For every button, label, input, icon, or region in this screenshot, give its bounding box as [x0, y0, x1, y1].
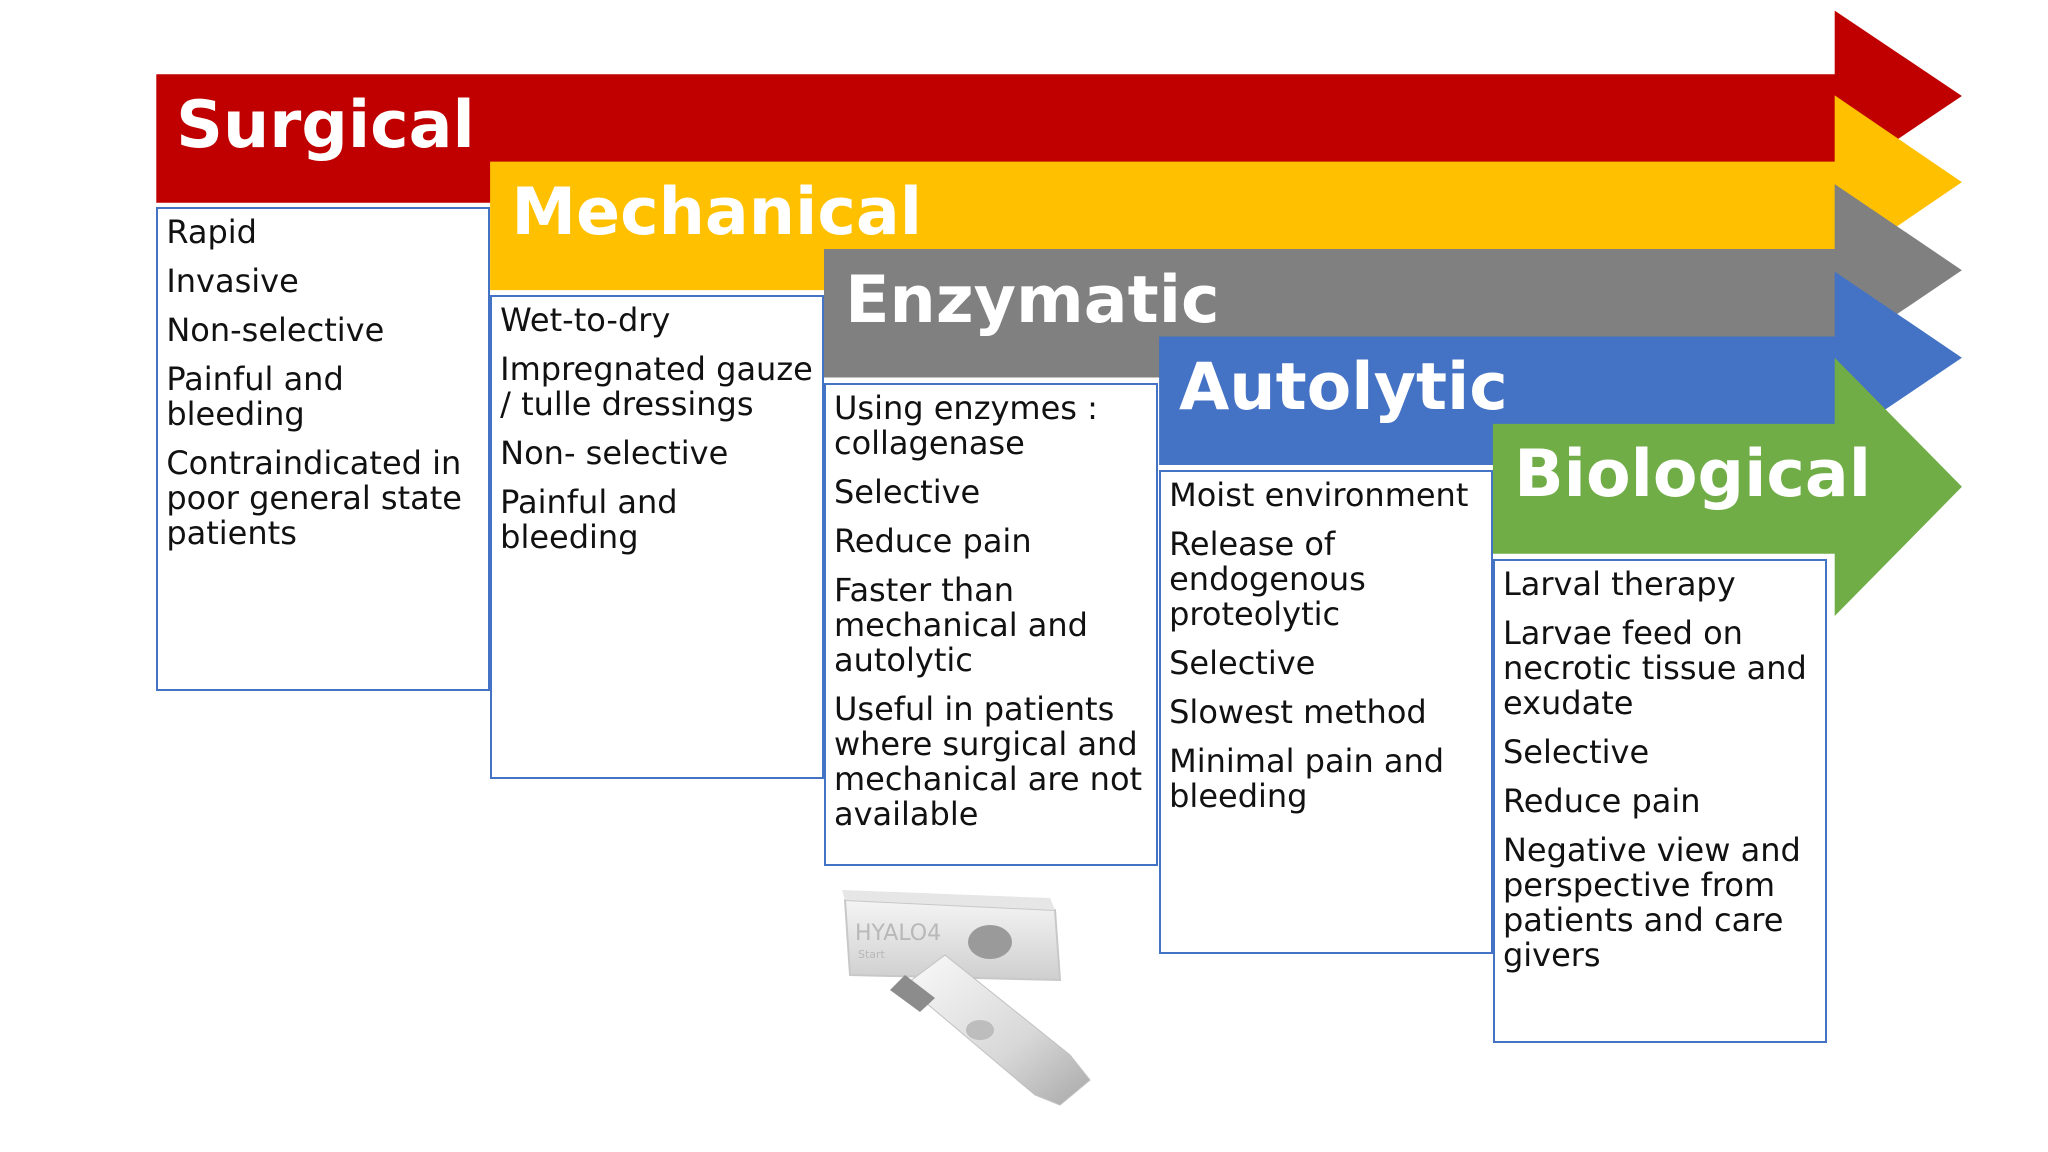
mechanical-item: Painful and bleeding — [500, 483, 678, 557]
enzymatic-arrow — [824, 184, 1962, 378]
autolytic-arrow — [1159, 271, 1962, 465]
biological-item: Reduce pain — [1502, 782, 1701, 821]
svg-text:Start: Start — [858, 948, 886, 961]
biological-item: Larvae feed on necrotic tissue and exuda… — [1502, 614, 1807, 723]
mechanical-item: Impregnated gauze / tulle dressings — [500, 350, 813, 424]
mechanical-title: Mechanical — [511, 175, 922, 251]
biological-item: Selective — [1502, 733, 1650, 772]
autolytic-item: Release of endogenous proteolytic — [1169, 525, 1366, 634]
autolytic-item: Minimal pain and bleeding — [1169, 742, 1445, 816]
enzymatic-item: Useful in patients where surgical and me… — [833, 689, 1143, 833]
surgical-item: Painful and bleeding — [166, 359, 344, 433]
autolytic-item: Slowest method — [1169, 693, 1427, 732]
mechanical-item: Non- selective — [500, 434, 729, 473]
surgical-item: Non-selective — [166, 310, 385, 349]
mechanical-arrow — [490, 95, 1962, 291]
surgical-item: Invasive — [166, 261, 299, 300]
autolytic-item: Selective — [1169, 644, 1316, 683]
enzymatic-title: Enzymatic — [845, 262, 1220, 338]
autolytic-title: Autolytic — [1178, 350, 1508, 426]
enzymatic-item: Reduce pain — [833, 521, 1032, 560]
biological-title: Biological — [1514, 437, 1872, 513]
mechanical-item: Wet-to-dry — [500, 301, 671, 340]
surgical-arrow — [156, 10, 1962, 203]
enzymatic-item: Using enzymes : collagenase — [833, 388, 1098, 462]
ointment-tube-image: HYALO4 Start — [842, 890, 1091, 1106]
surgical-item: Contraindicated in poor general state pa… — [166, 443, 462, 552]
svg-text:HYALO4: HYALO4 — [855, 921, 941, 946]
surgical-title: Surgical — [176, 87, 475, 163]
biological-item: Larval therapy — [1502, 565, 1736, 604]
autolytic-item: Moist environment — [1169, 476, 1469, 515]
surgical-item: Rapid — [166, 212, 257, 251]
biological-item: Negative view and perspective from patie… — [1502, 831, 1801, 975]
enzymatic-item: Faster than mechanical and autolytic — [833, 570, 1088, 679]
biological-arrow — [1492, 357, 1962, 616]
enzymatic-item: Selective — [833, 472, 981, 511]
